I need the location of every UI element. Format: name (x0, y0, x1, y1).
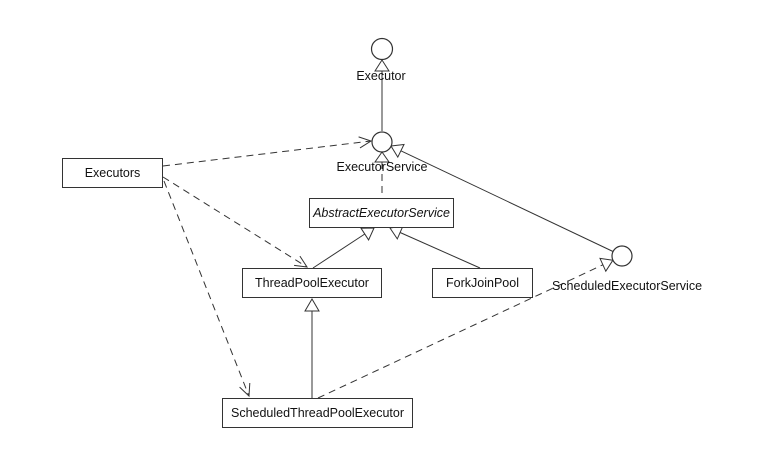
edge-executors-depends-threadpoolexecutor (162, 176, 308, 268)
class-box-executors: Executors (62, 158, 163, 188)
class-label-executors: Executors (84, 166, 141, 180)
dependency-arrowhead-at-threadpoolexecutor (294, 255, 309, 268)
edge-scheduledthreadpoolexecutor-implements-scheduledexecutorservice (317, 264, 604, 399)
realization-triangle-at-scheduledexecutorservice (599, 257, 614, 273)
class-box-abstract-executor-service: AbstractExecutorService (309, 198, 454, 228)
generalization-triangle-at-abstractexecutorservice-left (360, 227, 375, 241)
class-label-scheduled-thread-pool-executor: ScheduledThreadPoolExecutor (230, 406, 405, 420)
class-box-scheduled-thread-pool-executor: ScheduledThreadPoolExecutor (222, 398, 413, 428)
edge-executors-depends-scheduledthreadpoolexecutor (163, 180, 250, 397)
dependency-arrowhead-at-scheduledthreadpoolexecutor (239, 382, 251, 398)
dependency-arrowhead-at-executorservice (358, 136, 373, 149)
interface-label-scheduledexecutorservice: ScheduledExecutorService (551, 279, 703, 293)
generalization-triangle-at-executorservice-right (390, 143, 405, 159)
class-label-abstract-executor-service: AbstractExecutorService (313, 206, 450, 220)
interface-circle-executor (370, 37, 394, 61)
interface-circle-scheduledexecutorservice (611, 245, 633, 267)
edge-executors-depends-executorservice (162, 140, 372, 167)
generalization-triangle-at-threadpoolexecutor (304, 298, 320, 312)
class-box-thread-pool-executor: ThreadPoolExecutor (242, 268, 382, 298)
edge-forkjoinpool-extends-abstractexecutorservice (399, 232, 481, 269)
edge-scheduledexecutorservice-extends-executorservice (400, 150, 614, 252)
edge-threadpoolexecutor-extends-abstractexecutorservice (312, 233, 366, 269)
interface-circle-executorservice (371, 131, 393, 153)
interface-label-executorservice: ExecutorService (336, 160, 428, 174)
interface-label-executor: Executor (356, 69, 406, 83)
class-box-fork-join-pool: ForkJoinPool (432, 268, 533, 298)
class-label-thread-pool-executor: ThreadPoolExecutor (255, 276, 369, 290)
realization-triangle-at-executorservice-bottom (374, 151, 390, 163)
class-label-fork-join-pool: ForkJoinPool (446, 276, 519, 290)
generalization-triangle-at-executor (374, 59, 390, 72)
